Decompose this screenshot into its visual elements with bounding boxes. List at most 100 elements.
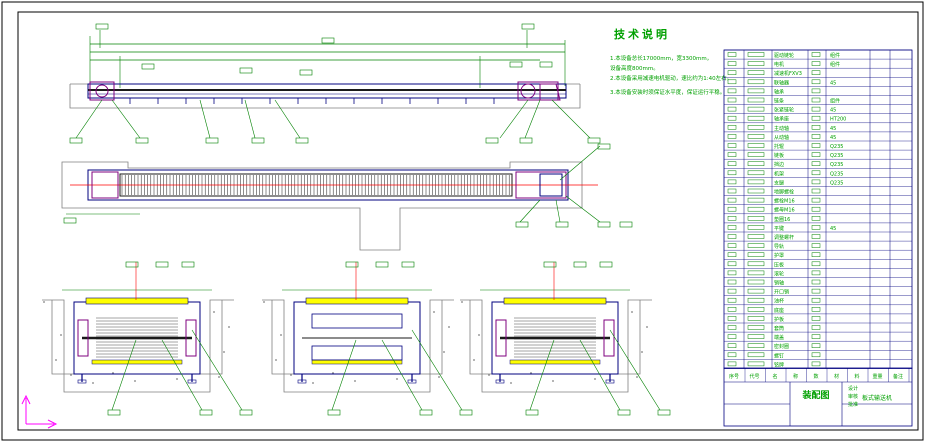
part-name: 底座 <box>774 307 784 314</box>
callout-tag <box>587 137 601 144</box>
part-name: 主动轴 <box>774 125 789 132</box>
row-tag <box>727 316 737 321</box>
callout-tag <box>519 137 533 144</box>
callout-tag <box>485 137 499 144</box>
ucs-axis-icon <box>21 394 58 429</box>
row-tag <box>727 143 737 148</box>
row-tag <box>747 106 765 112</box>
row-tag <box>727 134 737 139</box>
row-tag <box>811 152 821 157</box>
title-block: 序号代号名称数材料重量备注设计审核批准 装配图 板式输送机 <box>723 367 913 427</box>
callout-tag <box>63 217 77 224</box>
part-name: 开口销 <box>774 289 789 296</box>
row-tag <box>811 334 821 339</box>
notes-heading: 技术说明 <box>614 27 670 41</box>
row-tag <box>811 206 821 212</box>
row-tag <box>811 279 821 285</box>
approval-cell: 审核 <box>848 393 858 400</box>
part-name: 地脚螺栓 <box>774 189 794 196</box>
callout-tag <box>251 137 265 144</box>
row-tag <box>747 252 765 257</box>
callout-tag <box>135 137 149 144</box>
callout-tag <box>345 261 359 268</box>
row-tag <box>747 179 765 185</box>
row-tag <box>747 316 765 321</box>
callout-tag <box>95 23 109 30</box>
row-tag <box>811 297 821 303</box>
part-name: 压板 <box>774 261 784 268</box>
row-tag <box>811 79 821 85</box>
row-tag <box>727 106 737 112</box>
row-tag <box>811 106 821 112</box>
note-line: 3.本设备安装时须保证水平度，保证运行平稳。 <box>610 88 725 96</box>
row-tag <box>727 297 737 303</box>
part-name: 驱动链轮 <box>774 52 794 59</box>
callout-tag <box>239 409 253 416</box>
row-tag <box>727 161 737 166</box>
part-name: 螺母M16 <box>774 207 795 214</box>
row-tag <box>747 279 765 285</box>
row-tag <box>727 152 737 157</box>
part-name: 护罩 <box>774 252 784 259</box>
footer-cell: 代号 <box>749 373 759 380</box>
callout-tag <box>419 409 433 416</box>
row-tag <box>811 70 821 75</box>
footer-cell: 重量 <box>872 373 882 380</box>
callout-tag <box>141 63 155 70</box>
row-tag <box>811 225 821 230</box>
technical-notes: 技术说明 1.本设备总长17000mm，宽3300mm， 设备高度800mm。 … <box>610 27 732 96</box>
callout-tag <box>597 221 611 228</box>
row-tag <box>811 134 821 139</box>
front-view <box>69 23 601 144</box>
section-views <box>42 261 671 416</box>
row-tag <box>747 134 765 139</box>
row-tag <box>727 79 737 85</box>
callout-tag <box>69 137 83 144</box>
row-tag <box>727 61 737 66</box>
callout-tag <box>539 61 553 68</box>
callout-tag <box>181 261 195 268</box>
row-tag <box>811 352 821 358</box>
row-tag <box>747 352 765 358</box>
cross-section <box>262 261 473 416</box>
part-name: 电机 <box>774 61 784 68</box>
row-tag <box>811 161 821 166</box>
part-material: Q235 <box>830 162 843 168</box>
row-tag <box>727 70 737 75</box>
row-tag <box>727 252 737 257</box>
row-tag <box>747 361 765 367</box>
row-tag <box>747 97 765 103</box>
row-tag <box>747 234 765 239</box>
part-name: 垫圈16 <box>774 216 790 223</box>
footer-cell: 数 <box>813 373 818 380</box>
callout-tag <box>515 221 529 228</box>
row-tag <box>747 206 765 212</box>
part-name: 调整螺杆 <box>774 234 794 241</box>
part-material: 组件 <box>830 98 840 105</box>
cross-section <box>460 261 671 416</box>
row-tag <box>727 225 737 230</box>
part-name: 减速机FXV3 <box>774 70 802 77</box>
part-material: 45 <box>830 126 836 132</box>
row-tag <box>747 143 765 148</box>
callout-tag <box>125 261 139 268</box>
part-name: 链板 <box>774 152 784 159</box>
row-tag <box>727 197 737 203</box>
row-tag <box>811 325 821 330</box>
callout-tag <box>617 409 631 416</box>
row-tag <box>747 343 765 348</box>
callout-tag <box>239 67 253 74</box>
row-tag <box>811 115 821 121</box>
row-tag <box>727 352 737 358</box>
part-name: 油杯 <box>774 298 784 305</box>
row-tag <box>747 261 765 267</box>
part-material: 45 <box>830 135 836 141</box>
row-tag <box>727 115 737 121</box>
callout-tag <box>509 61 523 68</box>
row-tag <box>727 88 737 94</box>
row-tag <box>811 188 821 194</box>
approval-cell: 批准 <box>848 401 858 408</box>
callout-tag <box>555 221 569 228</box>
row-tag <box>727 234 737 239</box>
part-name: 螺栓M16 <box>774 198 795 205</box>
